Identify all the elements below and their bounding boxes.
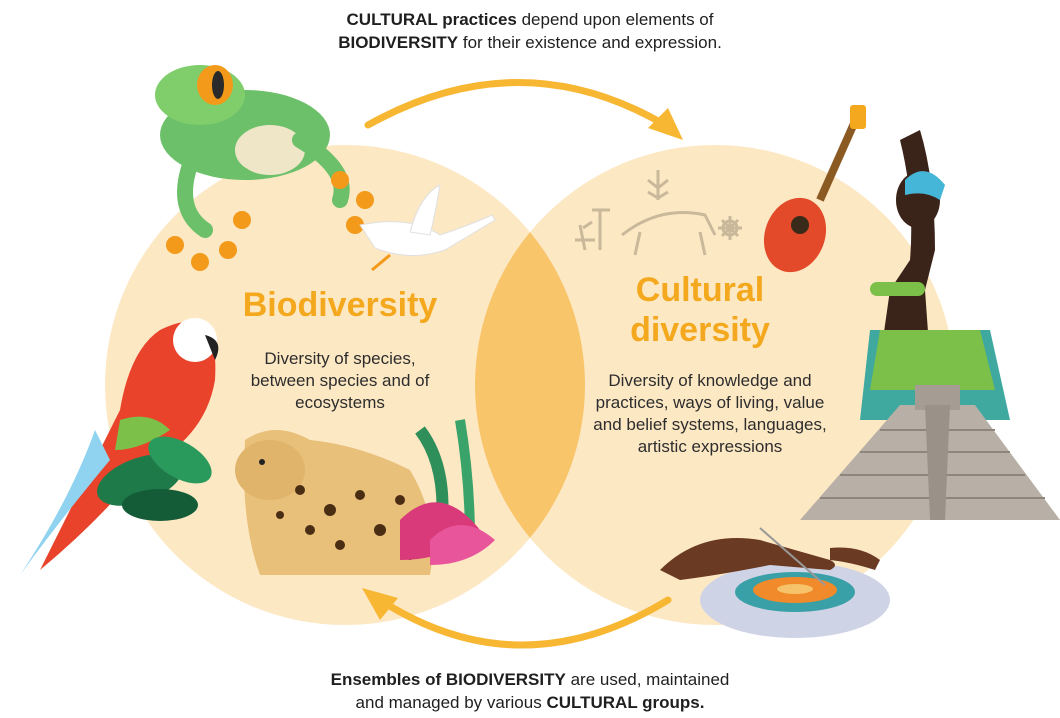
cultural-diversity-description: Diversity of knowledge and practices, wa… — [593, 371, 827, 456]
guitar-icon — [763, 105, 866, 273]
top-caption: CULTURAL practices depend upon elements … — [230, 8, 830, 54]
bird-icon — [359, 184, 496, 272]
bottom-caption-text-2: and managed by various — [355, 693, 547, 712]
top-caption-text-2: for their existence and expression. — [458, 33, 722, 52]
rock-art-icon — [575, 170, 742, 256]
frog-icon — [155, 65, 374, 271]
bottom-caption-bold-1: Ensembles of BIODIVERSITY — [330, 670, 566, 689]
biodiversity-title: Biodiversity — [242, 286, 438, 324]
bottom-caption-bold-2: CULTURAL groups. — [546, 693, 705, 712]
cultural-title-line-2: diversity — [630, 311, 770, 349]
pyramid-icon — [800, 385, 1060, 520]
plant-icon — [400, 419, 495, 565]
bottom-caption: Ensembles of BIODIVERSITY are used, main… — [230, 668, 830, 714]
bottom-arrow — [362, 588, 672, 649]
cultural-diversity-title: Cultural diversity — [600, 270, 800, 350]
top-caption-bold-1: CULTURAL practices — [346, 10, 517, 29]
leaves-icon — [97, 436, 212, 521]
top-caption-bold-2: BIODIVERSITY — [338, 33, 459, 52]
top-caption-text-1: depend upon elements of — [516, 10, 714, 29]
cultural-title-line-1: Cultural — [635, 271, 765, 309]
dish-icon — [700, 562, 890, 638]
hand-icon — [660, 527, 880, 586]
bottom-caption-text-1: are used, maintained — [565, 670, 730, 689]
biodiversity-description: Diversity of species, between species an… — [250, 349, 430, 412]
dancer-icon — [860, 130, 1010, 420]
top-arrow — [364, 79, 683, 140]
jaguar-icon — [235, 430, 433, 575]
parrot-icon — [20, 318, 219, 575]
